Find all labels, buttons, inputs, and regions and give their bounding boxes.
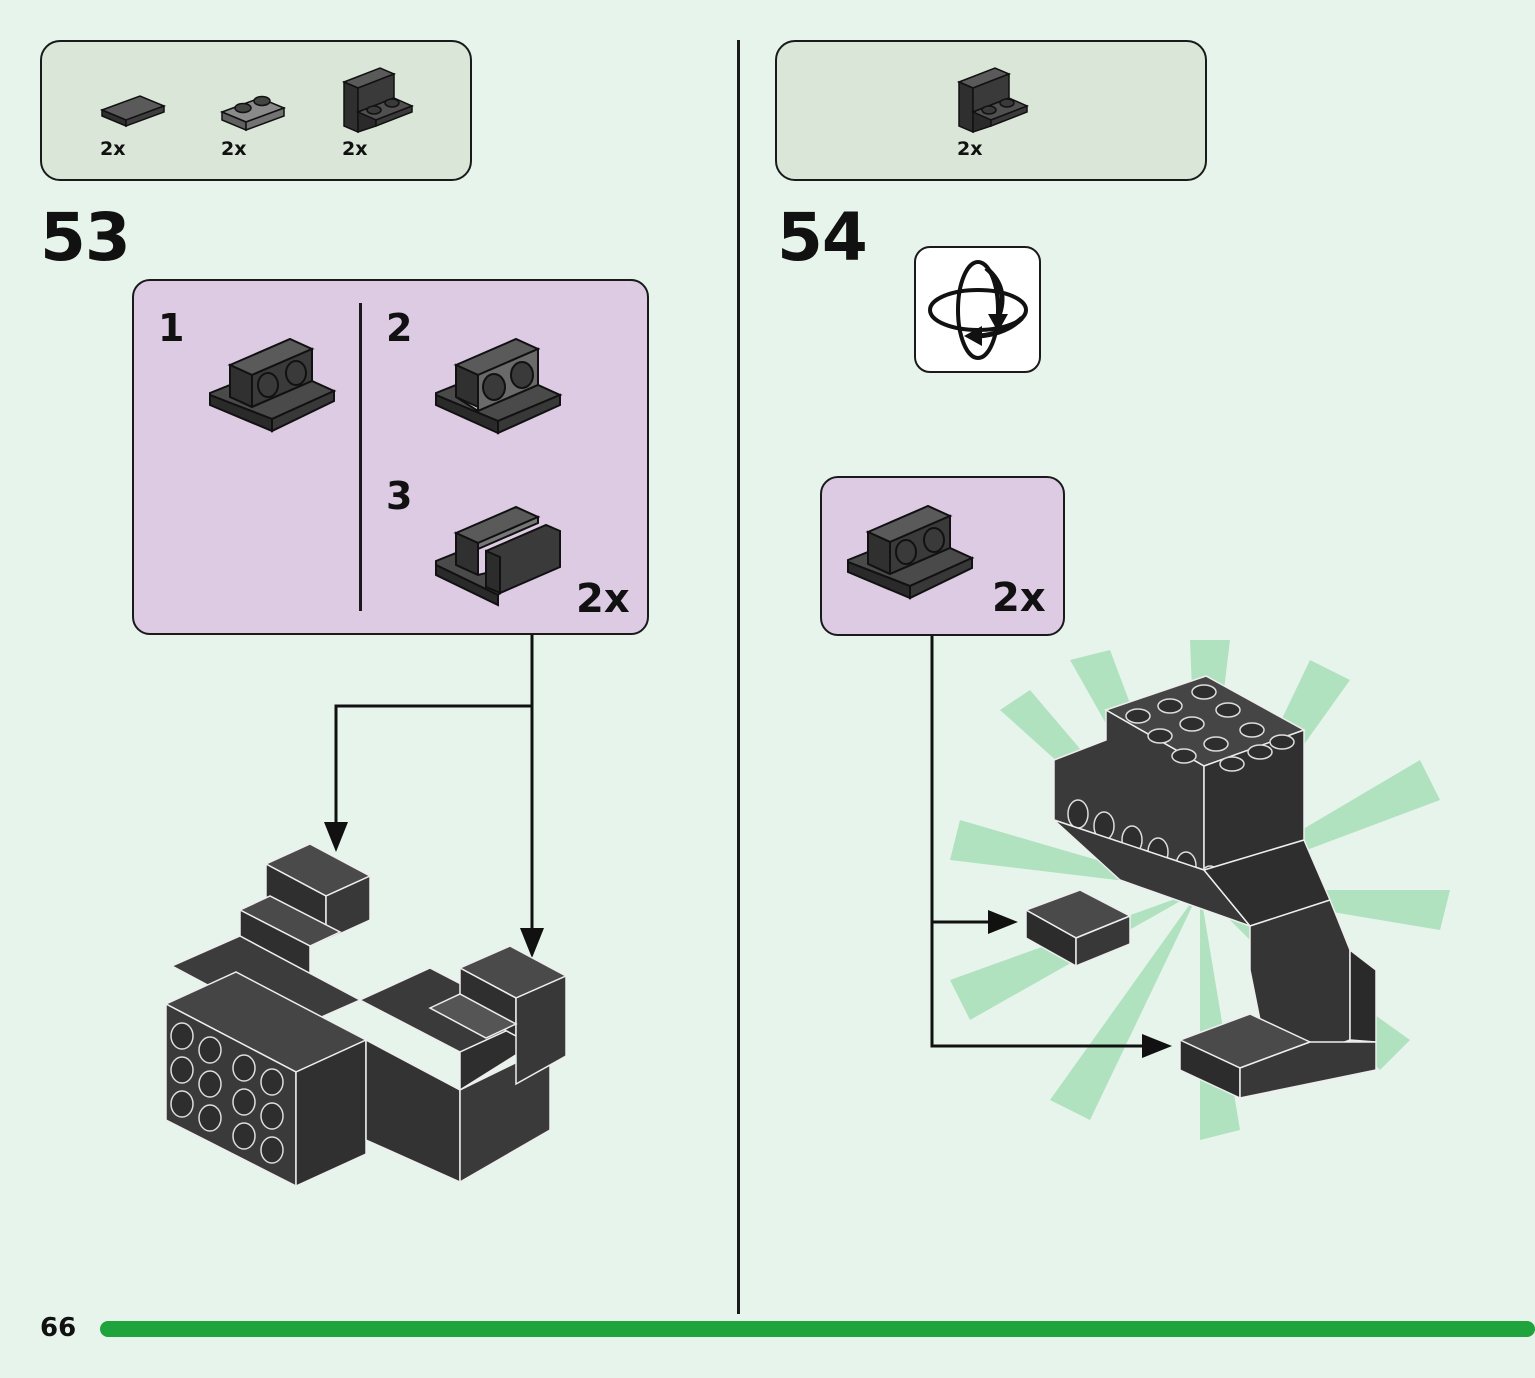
bracket-1x2-icon (342, 67, 414, 134)
rotate-model-box (914, 246, 1041, 373)
bracket-callout-icon (847, 504, 975, 600)
part-qty: 2x (100, 138, 126, 160)
step-number: 54 (777, 199, 868, 276)
tile-1x2-icon (99, 95, 167, 128)
substep-divider (359, 303, 362, 611)
callout-qty: 2x (576, 576, 630, 622)
page-number: 66 (40, 1313, 77, 1343)
bracket-1x2-icon (957, 67, 1029, 134)
bracket-substep-1-icon (209, 337, 337, 433)
page-divider (737, 40, 740, 1314)
part-qty: 2x (221, 138, 247, 160)
part-qty: 2x (342, 138, 368, 160)
substep-number: 2 (386, 306, 413, 350)
plate-1x2-icon (219, 95, 287, 132)
part-qty: 2x (957, 138, 983, 160)
progress-bar (100, 1321, 1535, 1337)
model-assembly-step-53 (164, 843, 568, 1188)
substep-number: 3 (386, 474, 413, 518)
parts-box-step-53: 2x 2x 2x (40, 40, 472, 181)
substep-number: 1 (158, 306, 185, 350)
rotate-model-icon (928, 260, 1028, 360)
bracket-substep-3-icon (435, 505, 561, 607)
step-number: 53 (40, 199, 131, 276)
parts-box-step-54: 2x (775, 40, 1207, 181)
subassembly-callout: 2x (820, 476, 1065, 636)
callout-qty: 2x (992, 575, 1046, 621)
subassembly-callout: 1 2 3 2x (132, 279, 649, 635)
model-assembly-step-54 (1024, 675, 1377, 1100)
bracket-substep-2-icon (435, 337, 563, 435)
